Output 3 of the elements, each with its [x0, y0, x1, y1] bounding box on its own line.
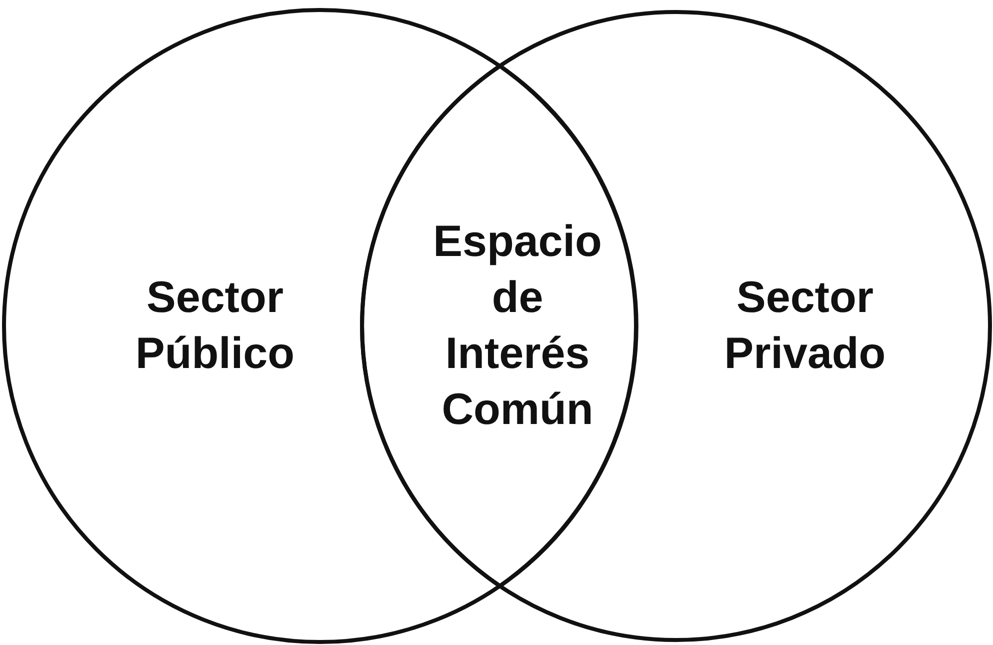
node-label: Sector Privado	[723, 272, 887, 380]
node-label: Sector Público	[134, 272, 296, 380]
node-label: Espacio de Interés Común	[432, 216, 603, 436]
